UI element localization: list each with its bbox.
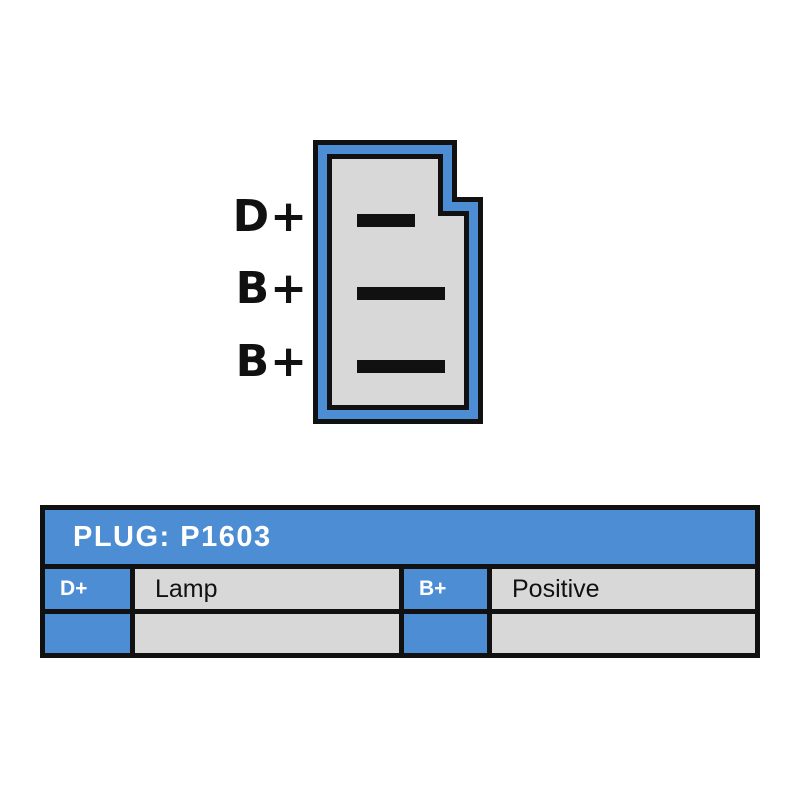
desc-cell-empty-1 — [135, 614, 399, 653]
pin-cell-bplus: B+ — [404, 569, 487, 609]
desc-cell-empty-2 — [492, 614, 755, 653]
pin-cell-dplus: D+ — [45, 569, 130, 609]
desc-cell-positive: Positive — [492, 569, 755, 609]
pin-label-bplus-2: B+ — [235, 336, 308, 387]
plug-connector-diagram — [313, 140, 483, 424]
pin-label-bplus-1: B+ — [235, 263, 308, 314]
pin-slot-bplus-2 — [357, 360, 445, 373]
plug-pinout-table: PLUG: P1603 D+ Lamp B+ Positive — [40, 505, 760, 658]
pin-cell-empty-2 — [404, 614, 487, 653]
desc-cell-lamp: Lamp — [135, 569, 399, 609]
pin-slot-bplus-1 — [357, 287, 445, 300]
pin-cell-empty-1 — [45, 614, 130, 653]
plug-table-title: PLUG: P1603 — [45, 510, 755, 564]
pin-slot-dplus — [357, 214, 415, 227]
pin-label-dplus: D+ — [232, 191, 308, 242]
